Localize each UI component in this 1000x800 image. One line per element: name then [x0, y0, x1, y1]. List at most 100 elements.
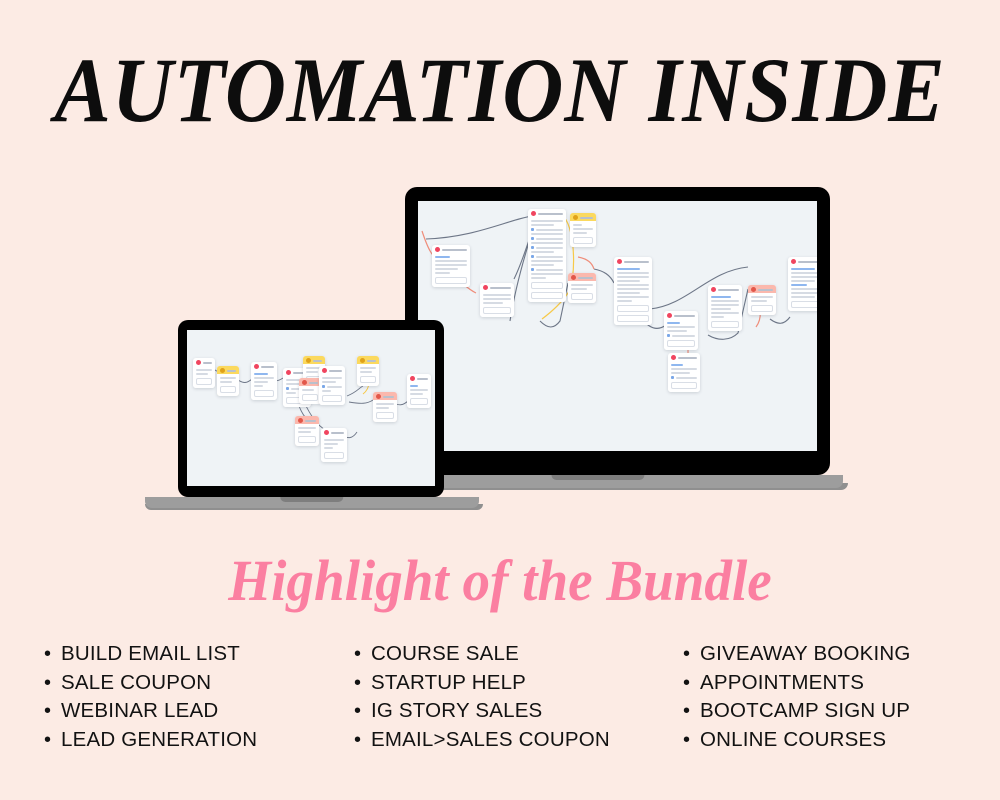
flow-node[interactable]	[193, 358, 215, 388]
bullet-icon: •	[683, 700, 691, 723]
flow-node-line	[571, 284, 593, 286]
flow-node-line	[667, 330, 688, 332]
flow-node-yellow[interactable]	[570, 213, 596, 247]
flow-node[interactable]	[432, 245, 470, 287]
flow-node-title-line	[227, 369, 236, 372]
flow-node-line	[286, 379, 308, 381]
flow-node-header	[295, 416, 319, 424]
flow-node[interactable]	[480, 283, 514, 317]
flow-node-header	[480, 283, 514, 291]
feature-list-2: • COURSE SALE • STARTUP HELP • IG STORY …	[333, 640, 666, 754]
flow-node-button[interactable]	[531, 282, 563, 289]
flow-node[interactable]	[614, 257, 652, 325]
flow-node-condition[interactable]	[295, 416, 319, 446]
flow-node-line	[220, 377, 236, 379]
flow-node-header	[357, 356, 379, 364]
flow-node-button[interactable]	[220, 386, 236, 393]
flow-node-line	[410, 389, 428, 391]
bullet-icon: •	[354, 671, 362, 694]
flow-node-line	[531, 224, 555, 226]
flow-node[interactable]	[321, 428, 347, 462]
flow-node-button[interactable]	[483, 307, 511, 314]
flow-node-condition[interactable]	[748, 285, 776, 315]
flow-node-title-line	[331, 431, 344, 434]
laptop-small-base	[145, 497, 479, 508]
flow-node[interactable]	[668, 353, 700, 392]
message-icon	[711, 287, 716, 292]
message-icon	[254, 364, 259, 369]
page-title: AUTOMATION INSIDE	[54, 39, 946, 141]
flow-node-condition[interactable]	[373, 392, 397, 422]
flow-node-header	[432, 245, 470, 253]
flow-node-line	[298, 427, 316, 429]
flow-node[interactable]	[664, 311, 698, 350]
flow-node[interactable]	[319, 366, 345, 405]
flow-node-line	[617, 292, 641, 294]
flow-node-button[interactable]	[298, 436, 316, 443]
flow-node-title-line	[798, 260, 817, 263]
bullet-icon	[322, 385, 325, 388]
flow-node-body	[788, 265, 817, 311]
flow-node-title-line	[261, 365, 274, 368]
flow-node-button[interactable]	[571, 293, 593, 300]
message-icon	[410, 376, 415, 381]
flow-node-line	[791, 268, 816, 270]
flow-node-line	[617, 300, 632, 302]
flow-node-line	[791, 284, 807, 286]
flow-node-condition[interactable]	[568, 273, 596, 303]
flow-node-header	[321, 428, 347, 436]
bullet-icon: •	[354, 643, 362, 665]
flow-node-header	[303, 356, 325, 364]
flow-node-button[interactable]	[617, 305, 649, 312]
flow-node-title-line	[329, 369, 342, 372]
bullet-icon	[531, 228, 534, 231]
flow-node-title-line	[578, 276, 593, 279]
flow-node-title-line	[367, 359, 376, 362]
message-icon	[435, 247, 440, 252]
flow-node-line	[711, 300, 739, 302]
flow-node-button[interactable]	[254, 390, 274, 397]
list-item: • APPOINTMENTS	[683, 669, 999, 698]
list-item-label: LEAD GENERATION	[61, 727, 258, 751]
flow-node-button[interactable]	[667, 340, 695, 347]
flow-node-line	[220, 381, 232, 383]
flow-node-button[interactable]	[435, 277, 467, 284]
flow-node[interactable]	[251, 362, 277, 400]
flow-node-body	[664, 319, 698, 350]
flow-node-button[interactable]	[360, 376, 376, 383]
flow-node-body	[357, 364, 379, 386]
condition-icon	[302, 380, 307, 385]
flow-node-button[interactable]	[196, 378, 212, 385]
flow-node-button[interactable]	[617, 315, 649, 322]
flow-node-title-line	[678, 356, 697, 359]
flow-node-button[interactable]	[791, 301, 817, 308]
flow-node-button[interactable]	[302, 394, 318, 401]
flow-node[interactable]	[407, 374, 431, 408]
flow-node-yellow[interactable]	[357, 356, 379, 386]
flow-node-button[interactable]	[671, 382, 697, 389]
flow-node-button[interactable]	[322, 395, 342, 402]
flow-node-line	[322, 390, 332, 392]
flow-node-button[interactable]	[573, 237, 593, 244]
flow-node-line	[617, 272, 649, 274]
flow-node-yellow[interactable]	[217, 366, 239, 396]
list-item-label: GIVEAWAY BOOKING	[700, 642, 911, 665]
flow-node-button[interactable]	[376, 412, 394, 419]
flow-node-button[interactable]	[711, 321, 739, 328]
flow-node-button[interactable]	[410, 398, 428, 405]
flow-node-button[interactable]	[531, 292, 563, 299]
flow-node-button[interactable]	[751, 305, 773, 312]
flow-node-line	[672, 334, 695, 337]
flow-node-button[interactable]	[324, 452, 344, 459]
flow-node-line	[324, 439, 344, 441]
flow-node-line	[671, 368, 697, 370]
action-icon	[306, 358, 311, 363]
flow-node[interactable]	[528, 209, 566, 302]
flow-node-condition[interactable]	[299, 378, 321, 404]
flow-node[interactable]	[708, 285, 742, 331]
flow-node-body	[193, 366, 215, 388]
flow-node[interactable]	[788, 257, 817, 311]
flow-node-line	[751, 300, 767, 302]
flow-node-title-line	[293, 371, 308, 374]
flow-node-line	[531, 277, 546, 279]
